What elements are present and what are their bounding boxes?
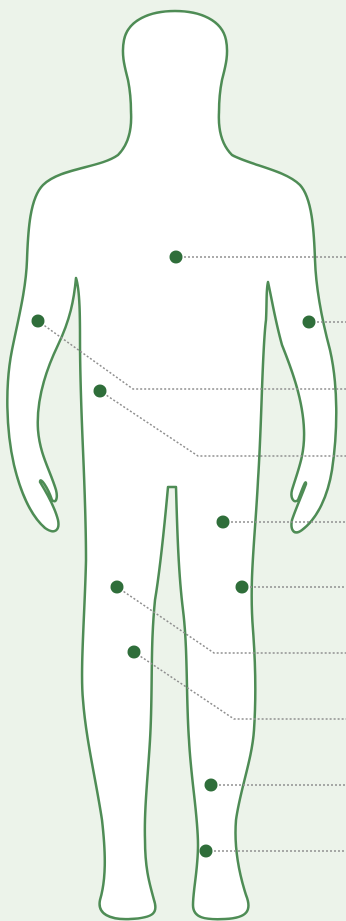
marker-left-lower-hip: [217, 516, 230, 529]
body-outline: [7, 11, 336, 919]
marker-right-ankle: [200, 845, 213, 858]
marker-left-thigh: [128, 646, 141, 659]
marker-left-upper-hip: [94, 385, 107, 398]
marker-right-shin: [205, 779, 218, 792]
human-body-silhouette-icon: [7, 11, 336, 919]
marker-right-forearm: [303, 316, 316, 329]
marker-right-thigh-lower: [111, 581, 124, 594]
marker-left-forearm: [32, 315, 45, 328]
marker-chest: [170, 251, 183, 264]
marker-right-thigh-upper: [236, 581, 249, 594]
